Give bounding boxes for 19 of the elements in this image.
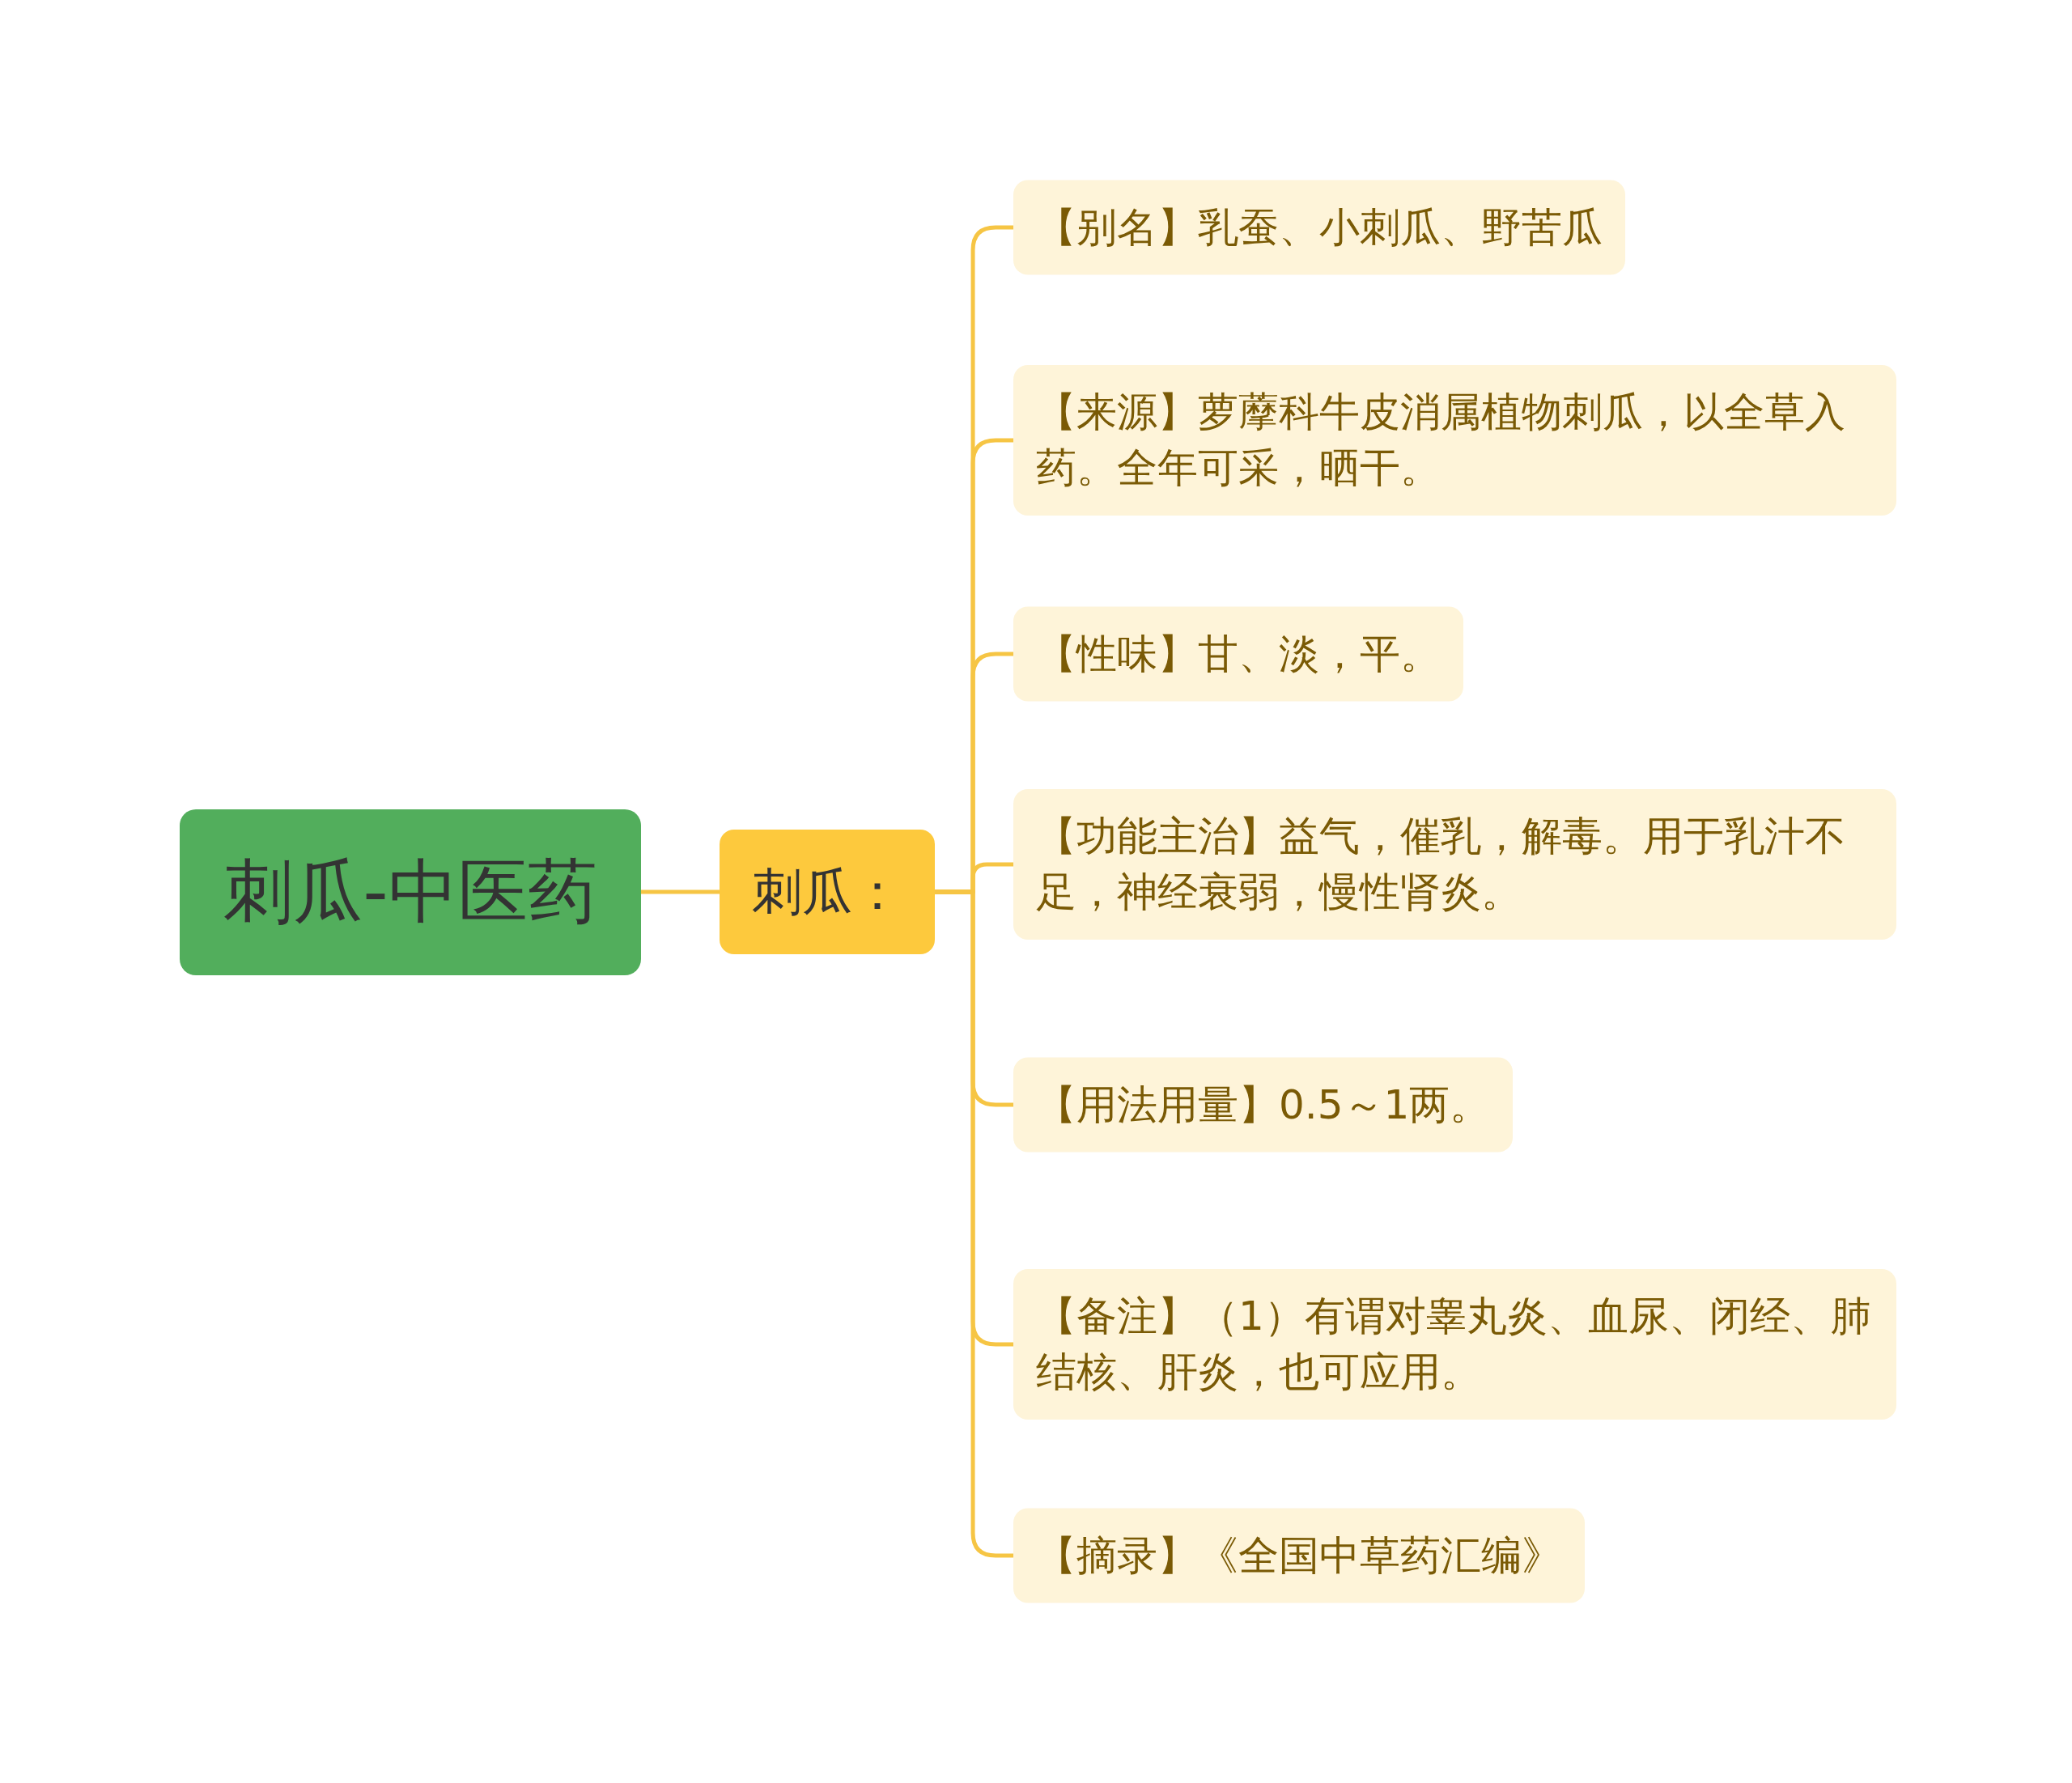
note-text: 【备注】（1）有谓对睾丸炎、血尿、闭经、肺结核、肝炎，也可应用。 xyxy=(1036,1292,1872,1397)
subtopic-text: 刺瓜： xyxy=(752,861,902,923)
subtopic-box xyxy=(720,830,935,954)
note-text: 【别名】乳蚕、小刺瓜、野苦瓜 xyxy=(1036,202,1603,253)
note-box xyxy=(1013,1269,1896,1420)
note-box xyxy=(1013,1508,1585,1603)
note-box xyxy=(1013,789,1896,940)
note-text: 【摘录】《全国中草药汇编》 xyxy=(1036,1530,1562,1581)
central-topic-text: 刺瓜-中医药 xyxy=(223,850,597,934)
note-box xyxy=(1013,365,1896,516)
note-text: 【性味】甘、淡，平。 xyxy=(1036,629,1441,679)
connector-line xyxy=(641,889,720,894)
note-text: 【来源】萝藦科牛皮消属植物刺瓜，以全草入药。全年可采，晒干。 xyxy=(1036,388,1846,493)
note-box xyxy=(1013,180,1625,275)
note-box xyxy=(1013,1057,1514,1153)
central-topic-box xyxy=(180,809,641,975)
note-box xyxy=(1013,606,1463,702)
note-text: 【用法用量】0.5～1两。 xyxy=(1036,1080,1491,1130)
note-text: 【功能主治】益气，催乳，解毒。用于乳汁不足，神经衰弱，慢性肾炎。 xyxy=(1036,812,1846,917)
